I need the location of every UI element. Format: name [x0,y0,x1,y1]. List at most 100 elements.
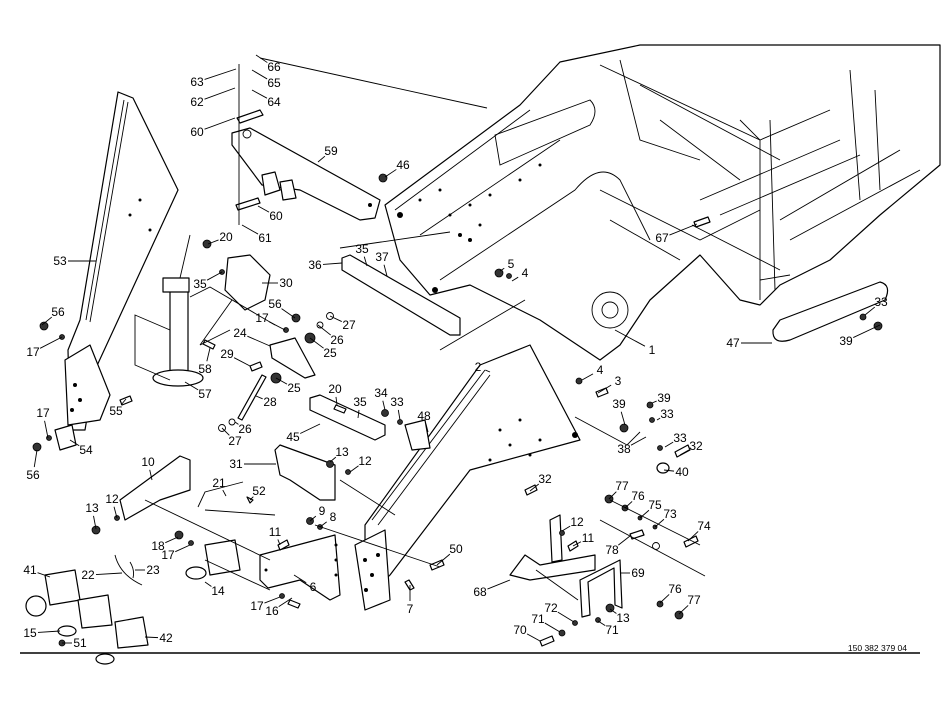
callout-leader [329,315,342,322]
callout-11: 11 [582,531,595,545]
callout-leader [184,381,199,391]
callout-31: 31 [229,457,243,471]
callout-leader [113,506,118,519]
callout-leader [44,420,49,439]
callout-4: 4 [597,363,604,377]
callout-13: 13 [85,501,99,515]
callout-58: 58 [198,362,212,376]
callout-78: 78 [605,543,619,557]
callout-leader [664,441,674,448]
callout-leader [608,491,617,500]
light-bracket [274,444,336,501]
callout-46: 46 [396,158,410,172]
callout-69: 69 [631,566,645,580]
callout-23: 23 [146,563,160,577]
callout-leader [277,539,281,546]
callout-leader [397,409,401,421]
callout-29: 29 [220,347,234,361]
callout-leader [511,276,519,282]
callout-48: 48 [417,409,431,423]
hitch-eye-15 [77,594,113,629]
callout-56: 56 [268,297,282,311]
callout-leader [544,622,561,633]
callout-8: 8 [330,510,337,524]
callout-leader [37,630,61,633]
callout-4: 4 [522,266,529,280]
callout-38: 38 [617,442,631,456]
callout-leader [206,347,211,362]
callout-40: 40 [675,465,689,479]
callout-54: 54 [79,443,93,457]
callout-leader [165,536,179,544]
main-frame [384,44,941,361]
cable [114,554,143,586]
hitch-eye-42 [114,616,149,649]
callout-leader [204,117,236,130]
callout-2: 2 [475,360,482,374]
callout-55: 55 [109,404,123,418]
callout-12: 12 [105,492,119,506]
callout-13: 13 [616,611,630,625]
callout-16: 16 [265,604,279,618]
callout-leader [357,409,360,419]
cross-tube [341,254,461,336]
callout-34: 34 [374,386,388,400]
callout-leader [255,395,263,400]
mount-bracket-6 [259,534,341,601]
callout-leader [264,596,281,604]
callout-leader [581,373,594,381]
callout-leader [281,308,296,319]
callout-21: 21 [212,476,226,490]
callout-leader [300,423,321,434]
callout-leader [241,224,259,235]
callout-leader [144,636,159,639]
link-plate-lower [235,197,261,211]
callout-leader [207,239,219,245]
callout-25: 25 [287,381,301,395]
callout-52: 52 [252,484,266,498]
callout-leader [309,337,324,349]
callout-42: 42 [159,631,173,645]
callout-17: 17 [250,599,264,613]
callout-leader [319,521,327,528]
callout-leader [39,336,63,349]
callout-leader [275,377,288,385]
callout-leader [663,469,675,472]
callout-leader [175,544,191,553]
callout-leader [383,264,388,277]
callout-leader [257,205,270,213]
callout-17: 17 [36,406,50,420]
callout-45: 45 [286,430,300,444]
callout-leader [278,597,293,608]
callout-9: 9 [319,504,326,518]
callout-leader [247,335,271,347]
callout-35: 35 [193,277,207,291]
callout-1: 1 [649,343,656,357]
callout-24: 24 [233,326,247,340]
callout-60: 60 [190,125,204,139]
callout-leader [487,579,511,590]
callout-60: 60 [269,209,283,223]
callout-77: 77 [615,479,629,493]
callout-53: 53 [53,254,67,268]
callout-63: 63 [190,75,204,89]
callout-20: 20 [328,382,342,396]
callout-leader [572,541,582,547]
callout-leader [317,155,326,163]
callout-50: 50 [449,542,463,556]
callout-leader [309,515,317,522]
callout-leader [93,515,97,530]
callout-leader [234,421,239,425]
jack-mount-plate [269,337,316,379]
callout-71: 71 [605,623,619,637]
callout-77: 77 [687,593,701,607]
drawbar-frame [354,344,581,611]
callout-leader [679,449,690,456]
callout-35: 35 [355,242,369,256]
callout-leader [384,169,397,178]
callout-leader [221,427,230,436]
callout-leader [630,436,647,446]
callout-11: 11 [269,525,282,539]
